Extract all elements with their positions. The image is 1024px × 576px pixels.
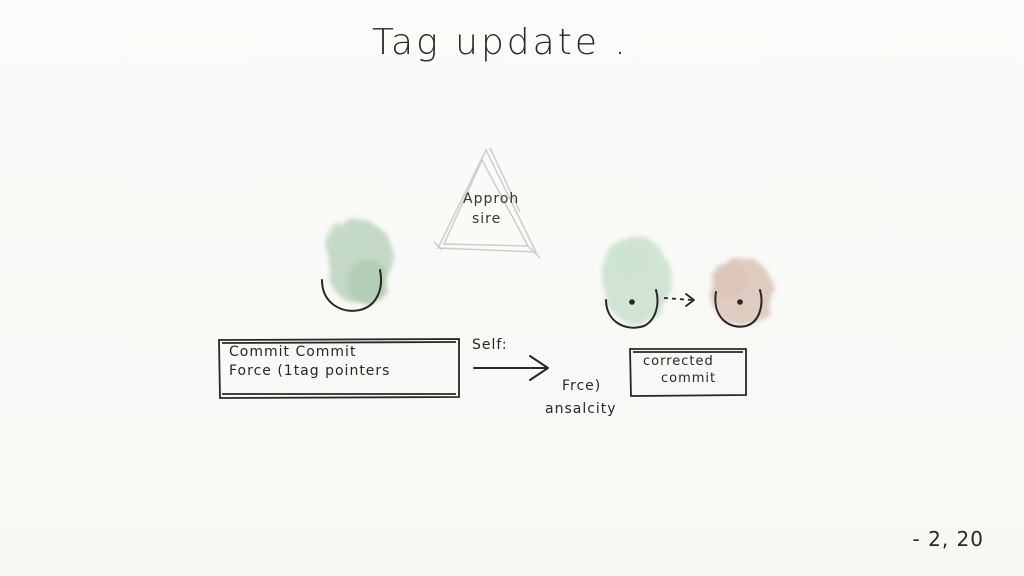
brown-curve <box>714 289 763 328</box>
brown-dot <box>737 299 743 305</box>
right-green-wash <box>602 236 670 324</box>
right-green-dot <box>629 299 635 305</box>
left-green-wash <box>326 220 394 304</box>
dashed-arrow <box>663 297 693 301</box>
middle-label-line2: ansalcity <box>545 401 617 417</box>
left-box-outline <box>218 338 460 399</box>
arrow-label: Self: <box>472 337 508 353</box>
right-box-line1: corrected <box>643 354 714 369</box>
left-box-line1: Commit Commit <box>229 344 357 360</box>
right-box-outline <box>629 348 747 397</box>
triangle-label-line1: Approh <box>463 191 520 207</box>
left-box-line2: Force (1tag pointers <box>229 363 391 379</box>
main-arrow-head <box>529 355 549 381</box>
triangle-sketch <box>433 147 541 259</box>
dashed-arrow-head <box>685 293 695 307</box>
right-box-line2: commit <box>661 371 717 386</box>
page-number: - 2, 20 <box>912 527 984 551</box>
left-curve-stroke <box>321 269 382 312</box>
middle-label-line1: Frce) <box>562 378 602 394</box>
right-green-curve <box>605 289 659 329</box>
brown-wash <box>710 258 774 326</box>
triangle-label-line2: sire <box>472 211 502 227</box>
page-title: Tag update . <box>372 22 629 63</box>
